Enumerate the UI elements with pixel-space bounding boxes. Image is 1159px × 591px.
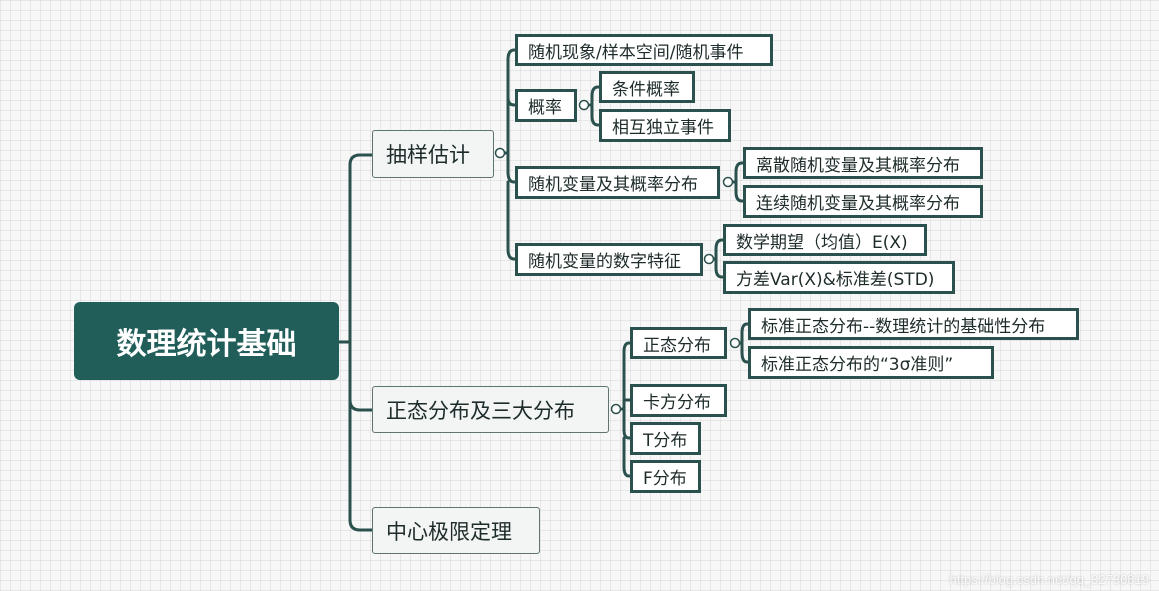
- node-independent-events[interactable]: 相互独立事件: [599, 109, 731, 142]
- collapse-toggle-normal: [610, 403, 622, 415]
- watermark: https://blog.csdn.net/qq_32730819: [949, 572, 1150, 587]
- node-continuous-rv[interactable]: 连续随机变量及其概率分布: [743, 185, 983, 218]
- branch-clt[interactable]: 中心极限定理: [372, 507, 540, 554]
- node-three-sigma[interactable]: 标准正态分布的“3σ准则”: [748, 346, 994, 379]
- branch-clt-label: 中心极限定理: [386, 519, 512, 544]
- edge-sampling-bus: [503, 48, 517, 155]
- branch-normal-label: 正态分布及三大分布: [386, 398, 575, 423]
- node-rv-features[interactable]: 随机变量的数字特征: [515, 243, 703, 276]
- collapse-toggle-rv-distribution: [722, 176, 734, 188]
- node-expectation-label: 数学期望（均值）E(X): [736, 232, 908, 253]
- node-independent-events-label: 相互独立事件: [612, 118, 714, 138]
- collapse-toggle-sampling: [494, 147, 506, 159]
- node-normal-dist-label: 正态分布: [643, 335, 711, 356]
- node-conditional-probability[interactable]: 条件概率: [599, 71, 695, 103]
- branch-normal[interactable]: 正态分布及三大分布: [372, 386, 609, 433]
- node-random-phenomena-label: 随机现象/样本空间/随机事件: [528, 42, 744, 63]
- node-continuous-rv-label: 连续随机变量及其概率分布: [756, 194, 960, 214]
- collapse-toggle-normal-dist: [729, 337, 741, 349]
- root-node[interactable]: 数理统计基础: [74, 302, 339, 380]
- node-normal-dist[interactable]: 正态分布: [630, 327, 727, 359]
- node-t-dist[interactable]: T分布: [630, 422, 701, 455]
- root-label: 数理统计基础: [116, 327, 297, 362]
- node-random-phenomena[interactable]: 随机现象/样本空间/随机事件: [515, 34, 773, 66]
- node-variance[interactable]: 方差Var(X)&标准差(STD): [723, 261, 955, 294]
- node-rv-features-label: 随机变量的数字特征: [528, 252, 681, 272]
- node-rv-distribution[interactable]: 随机变量及其概率分布: [515, 166, 720, 199]
- node-chi-square[interactable]: 卡方分布: [630, 384, 727, 417]
- edge-root-clt: [348, 398, 374, 532]
- branch-sampling[interactable]: 抽样估计: [372, 130, 494, 178]
- node-discrete-rv[interactable]: 离散随机变量及其概率分布: [743, 147, 983, 179]
- node-f-dist-label: F分布: [643, 469, 687, 489]
- collapse-toggle-rv-features: [703, 253, 715, 265]
- node-variance-label: 方差Var(X)&标准差(STD): [736, 270, 935, 290]
- node-discrete-rv-label: 离散随机变量及其概率分布: [756, 155, 960, 176]
- edge-root-sampling: [336, 153, 374, 344]
- node-std-normal-basis[interactable]: 标准正态分布--数理统计的基础性分布: [748, 308, 1079, 340]
- node-t-dist-label: T分布: [643, 431, 688, 451]
- node-rv-distribution-label: 随机变量及其概率分布: [528, 175, 698, 195]
- node-std-normal-basis-label: 标准正态分布--数理统计的基础性分布: [761, 316, 1046, 337]
- collapse-toggle-probability: [578, 99, 590, 111]
- node-f-dist[interactable]: F分布: [630, 460, 701, 493]
- node-probability-label: 概率: [528, 98, 562, 118]
- node-expectation[interactable]: 数学期望（均值）E(X): [723, 224, 927, 256]
- edge-root-normal: [348, 340, 374, 412]
- node-three-sigma-label: 标准正态分布的“3σ准则”: [761, 355, 954, 375]
- node-probability[interactable]: 概率: [515, 89, 577, 122]
- node-conditional-probability-label: 条件概率: [612, 79, 680, 100]
- branch-sampling-label: 抽样估计: [386, 143, 470, 167]
- node-chi-square-label: 卡方分布: [643, 393, 711, 413]
